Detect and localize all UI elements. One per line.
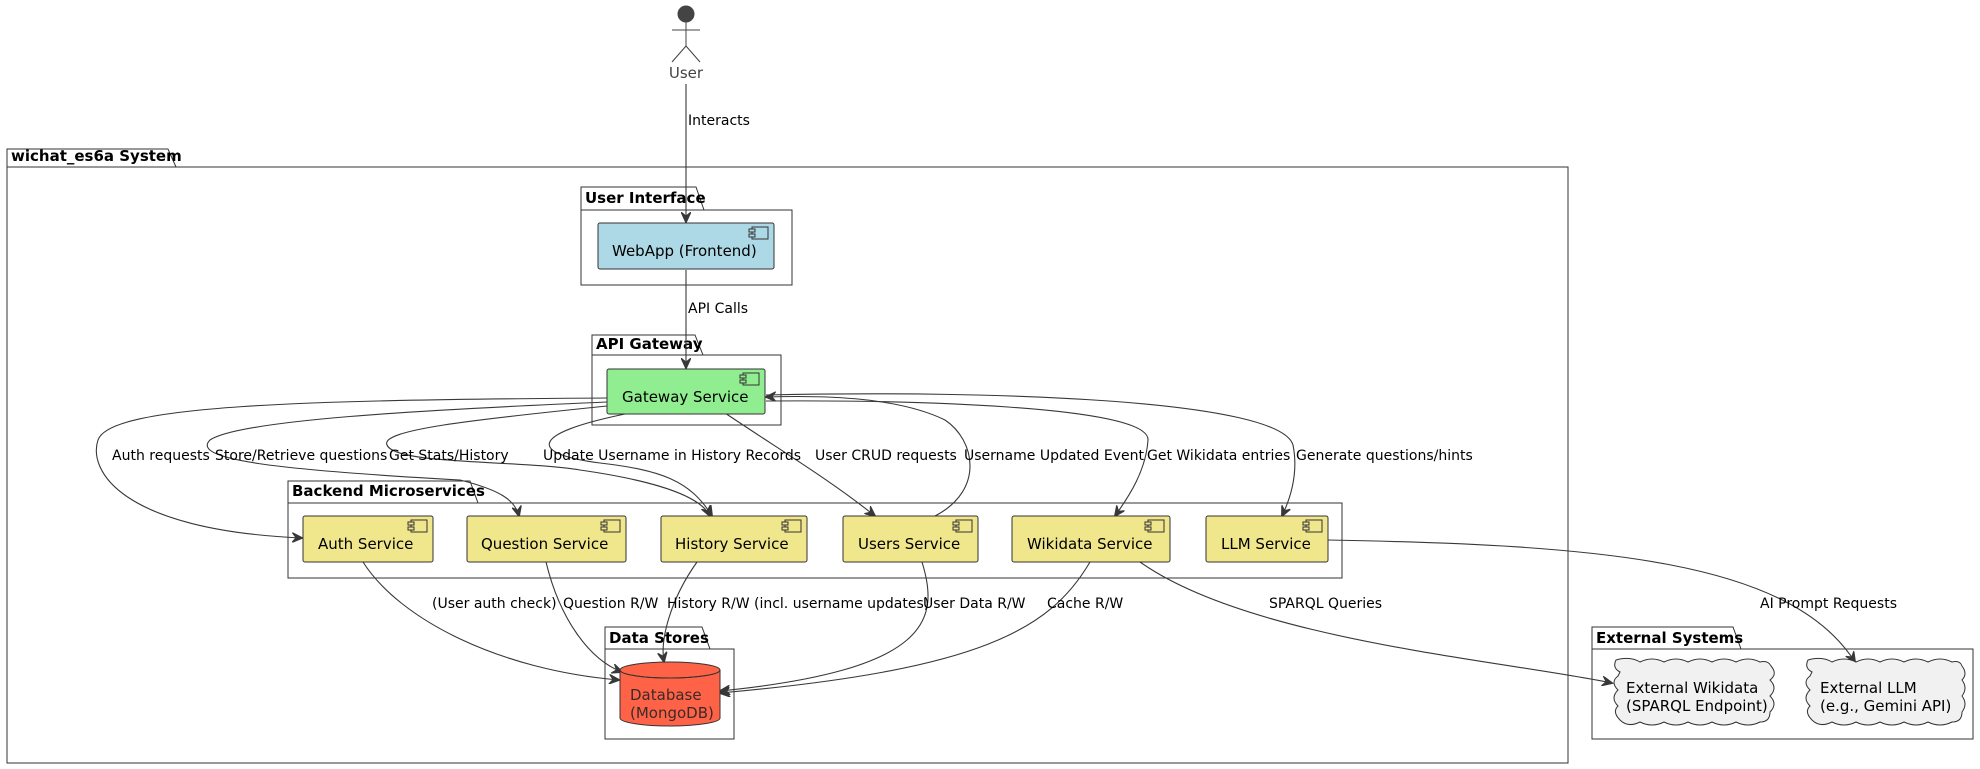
label-api-calls: API Calls (688, 301, 748, 317)
label-auth-requests: Auth requests (112, 448, 210, 464)
user-actor[interactable]: User (669, 5, 704, 82)
question-label: Question Service (481, 535, 608, 553)
component-icon (1302, 519, 1323, 533)
component-icon (600, 519, 621, 533)
label-update-username: Update Username in History Records (543, 448, 801, 464)
label-interacts: Interacts (688, 113, 750, 129)
package-backend-title: Backend Microservices (292, 482, 485, 500)
component-llm[interactable]: LLM Service (1205, 515, 1329, 563)
package-gateway-title: API Gateway (596, 335, 703, 353)
label-ai-prompt: AI Prompt Requests (1760, 596, 1897, 612)
component-history[interactable]: History Service (660, 515, 808, 563)
edge-auth-requests (95, 397, 608, 538)
external-wikidata-line2: (SPARQL Endpoint) (1626, 697, 1768, 715)
component-wikidata[interactable]: Wikidata Service (1011, 515, 1171, 563)
auth-label: Auth Service (318, 535, 413, 553)
label-cache-rw: Cache R/W (1047, 596, 1123, 612)
edge-get-wikidata (765, 400, 1149, 516)
edge-user-data-rw (720, 561, 929, 691)
external-llm-line1: External LLM (1820, 679, 1917, 697)
edge-ai-prompt (1327, 539, 1855, 662)
cloud-icon (1805, 657, 1966, 726)
external-wikidata-line1: External Wikidata (1626, 679, 1758, 697)
gateway-label: Gateway Service (622, 388, 748, 406)
external-llm-line2: (e.g., Gemini API) (1820, 697, 1951, 715)
label-get-wikidata: Get Wikidata entries (1147, 448, 1290, 464)
component-webapp[interactable]: WebApp (Frontend) (597, 222, 775, 270)
external-llm-cloud[interactable]: External LLM (e.g., Gemini API) (1805, 657, 1966, 726)
wikidata-label: Wikidata Service (1027, 535, 1153, 553)
edge-sparql (1139, 561, 1612, 683)
edge-username-event (766, 396, 971, 517)
history-label: History Service (675, 535, 789, 553)
external-wikidata-cloud[interactable]: External Wikidata (SPARQL Endpoint) (1613, 657, 1775, 726)
database-label-line2: (MongoDB) (630, 704, 714, 722)
label-sparql: SPARQL Queries (1269, 596, 1382, 612)
edge-cache-rw (720, 561, 1091, 693)
component-icon (739, 372, 760, 386)
users-label: Users Service (858, 535, 960, 553)
label-user-data-rw: User Data R/W (923, 596, 1026, 612)
edge-store-questions (206, 401, 608, 516)
label-user-crud: User CRUD requests (815, 448, 957, 464)
component-icon (748, 226, 769, 240)
component-auth[interactable]: Auth Service (302, 515, 434, 563)
edge-get-stats (386, 405, 710, 516)
package-system: wichat_es6a System (6, 147, 1569, 764)
package-system-title: wichat_es6a System (11, 147, 182, 165)
database-mongodb[interactable]: Database (MongoDB) (619, 661, 721, 727)
edges (95, 84, 1855, 693)
component-users[interactable]: Users Service (842, 515, 979, 563)
label-question-rw: Question R/W (563, 596, 659, 612)
package-datastores-title: Data Stores (609, 629, 709, 647)
component-icon (407, 519, 428, 533)
edge-user-crud (724, 412, 875, 516)
actor-head-icon (677, 5, 695, 23)
component-question[interactable]: Question Service (466, 515, 627, 563)
label-history-rw: History R/W (incl. username updates) (667, 596, 929, 612)
label-user-auth-check: (User auth check) (432, 596, 557, 612)
label-store-questions: Store/Retrieve questions (215, 448, 387, 464)
label-get-stats: Get Stats/History (389, 448, 509, 464)
package-external-title: External Systems (1596, 629, 1743, 647)
database-label-line1: Database (630, 686, 702, 704)
edge-user-auth-check (362, 561, 619, 680)
label-username-event: Username Updated Event (964, 448, 1144, 464)
component-gateway[interactable]: Gateway Service (606, 368, 766, 415)
edge-labels: Interacts API Calls Auth requests Store/… (112, 113, 1897, 612)
edge-history-rw (663, 561, 698, 662)
edge-update-username (548, 412, 712, 516)
edge-question-rw (545, 561, 622, 672)
component-icon (952, 519, 973, 533)
component-icon (781, 519, 802, 533)
cloud-icon (1613, 657, 1775, 726)
edge-generate-questions (765, 393, 1296, 516)
label-generate-questions: Generate questions/hints (1296, 448, 1473, 464)
actor-label: User (669, 64, 704, 82)
webapp-label: WebApp (Frontend) (612, 242, 757, 260)
llm-label: LLM Service (1221, 535, 1311, 553)
component-icon (1144, 519, 1165, 533)
package-ui-title: User Interface (585, 189, 706, 207)
